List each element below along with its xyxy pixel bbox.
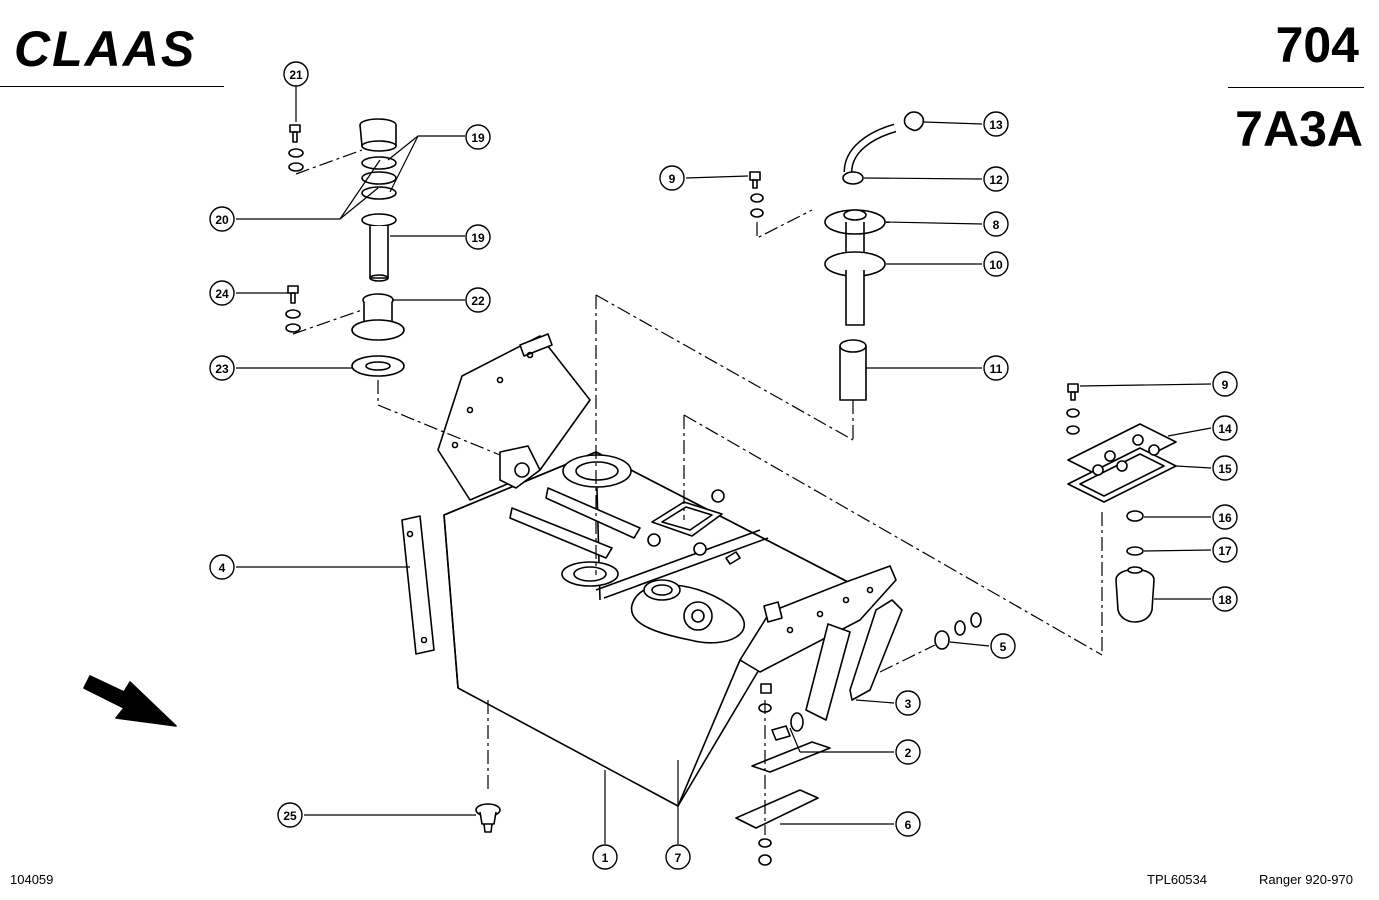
base-plate	[735, 789, 819, 829]
callout-9-accumulator: 9	[1212, 371, 1238, 397]
callout-3-label: 3	[905, 697, 912, 711]
fuel-tank	[437, 333, 897, 807]
callout-5: 5	[990, 633, 1016, 659]
callout-18-label: 18	[1218, 593, 1232, 607]
callout-2-label: 2	[905, 746, 912, 760]
callout-22-label: 22	[471, 294, 485, 308]
claas-logo: CLAAS	[14, 20, 234, 77]
callout-23: 23	[209, 355, 235, 381]
callout-11-label: 11	[990, 362, 1003, 376]
strap-bracket	[401, 515, 435, 655]
callout-13: 13	[983, 111, 1009, 137]
image-id: 104059	[10, 872, 54, 887]
callout-16-label: 16	[1218, 511, 1232, 525]
callout-20-label: 20	[215, 213, 229, 227]
callout-25: 25	[277, 802, 303, 828]
callout-24: 24	[209, 280, 235, 306]
callout-2: 2	[895, 739, 921, 765]
callout-12-label: 12	[989, 173, 1003, 187]
callout-14-label: 14	[1218, 422, 1232, 436]
leader-lines	[236, 86, 1212, 844]
claas-logo-mark: CLAAS	[14, 21, 196, 77]
callout-9-accumulator-label: 9	[1222, 378, 1229, 392]
callout-15: 15	[1212, 455, 1238, 481]
callout-14: 14	[1212, 415, 1238, 441]
callout-19-tube: 19	[465, 224, 491, 250]
callout-21-label: 21	[289, 68, 303, 82]
callout-layer: 21 19 20 19 24 22 23 9 13 12 8 10 11 9 1…	[209, 61, 1238, 870]
callout-4-label: 4	[219, 561, 226, 575]
callout-8-label: 8	[993, 218, 1000, 232]
assembly-lines	[292, 149, 1103, 835]
accumulator-assembly	[1066, 383, 1177, 623]
callout-8: 8	[983, 211, 1009, 237]
callout-3: 3	[895, 690, 921, 716]
callout-15-label: 15	[1218, 462, 1232, 476]
callout-7: 7	[665, 844, 691, 870]
callout-5-label: 5	[1000, 640, 1007, 654]
callout-10-label: 10	[989, 258, 1003, 272]
callout-13-label: 13	[989, 118, 1003, 132]
callout-9-outlet-label: 9	[669, 172, 676, 186]
callout-9-outlet: 9	[659, 165, 685, 191]
callout-23-label: 23	[215, 362, 229, 376]
callout-4: 4	[209, 554, 235, 580]
callout-11: 11	[983, 355, 1009, 381]
support-plate	[849, 599, 903, 701]
drain-plug	[475, 803, 501, 833]
callout-6-label: 6	[905, 818, 912, 832]
model-range: Ranger 920-970	[1259, 872, 1353, 887]
outlet-flange-assembly	[824, 111, 925, 401]
callout-25-label: 25	[283, 809, 297, 823]
page-number: 704	[1275, 17, 1359, 73]
brand-wordmark: CLAAS	[14, 21, 196, 76]
callout-16: 16	[1212, 504, 1238, 530]
bolt-washer-set-outlet	[749, 171, 764, 218]
callout-17: 17	[1212, 537, 1238, 563]
bolt-washer-set-left	[285, 124, 304, 333]
callout-19-cap-label: 19	[471, 131, 485, 145]
direction-arrow	[83, 675, 177, 727]
callout-12: 12	[983, 166, 1009, 192]
plate-id: TPL60534	[1147, 872, 1207, 887]
callout-17-label: 17	[1218, 544, 1232, 558]
callout-6: 6	[895, 811, 921, 837]
callout-1-label: 1	[602, 851, 609, 865]
callout-20: 20	[209, 206, 235, 232]
callout-24-label: 24	[215, 287, 229, 301]
callout-19-tube-label: 19	[471, 231, 485, 245]
mounting-plate	[751, 741, 831, 773]
filler-neck-assembly	[351, 118, 405, 377]
callout-21: 21	[283, 61, 309, 87]
callout-22: 22	[465, 287, 491, 313]
bolt-washer-set-bottom	[758, 683, 804, 866]
callout-10: 10	[983, 251, 1009, 277]
washer-set-right	[934, 612, 982, 650]
header-rule-right	[1228, 87, 1364, 88]
callout-18: 18	[1212, 586, 1238, 612]
callout-19-cap: 19	[465, 124, 491, 150]
assembly-group-code: 7A3A	[1235, 101, 1363, 157]
callout-1: 1	[592, 844, 618, 870]
callout-7-label: 7	[675, 851, 682, 865]
header-rule-left	[0, 86, 224, 87]
